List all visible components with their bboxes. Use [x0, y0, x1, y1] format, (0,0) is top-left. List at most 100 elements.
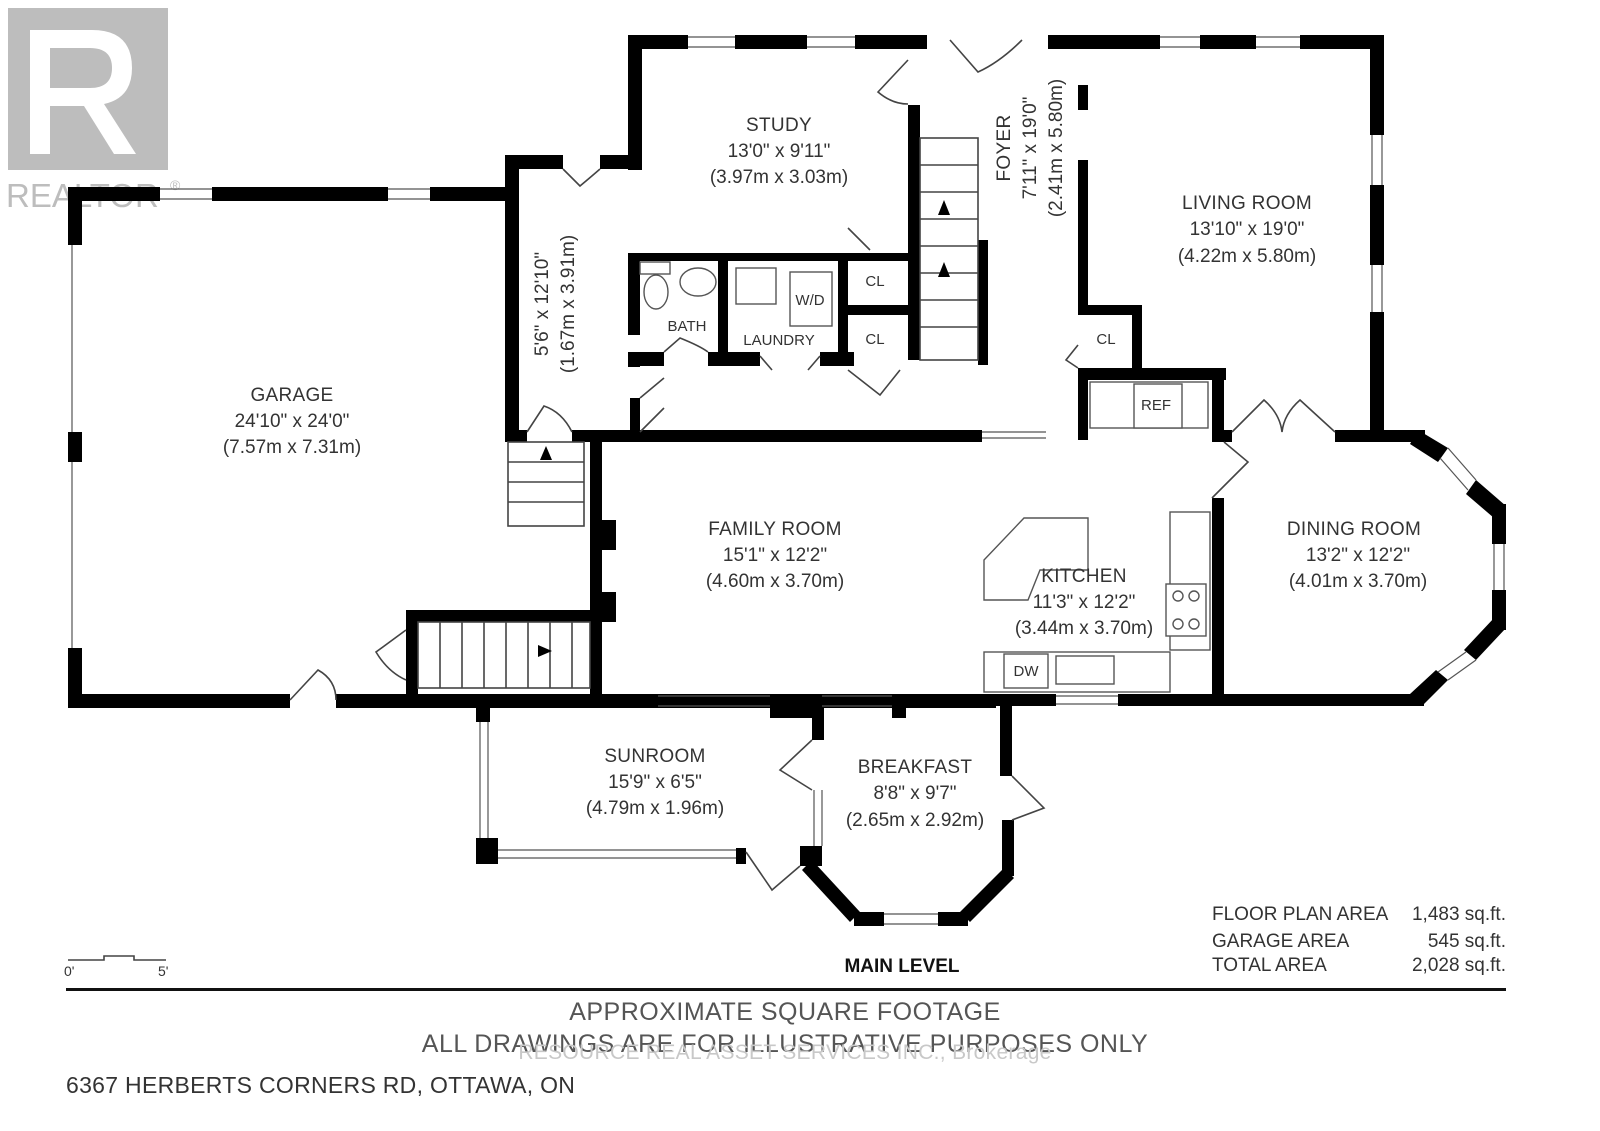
- stair-treads: [508, 461, 584, 503]
- wall: [1335, 430, 1425, 442]
- door-swing: [949, 39, 1023, 73]
- sink-icon: [679, 267, 717, 297]
- door-swing: [1064, 344, 1079, 369]
- wall: [628, 255, 640, 335]
- wall: [68, 187, 82, 245]
- wall: [802, 860, 860, 922]
- stair-arrow-icon: [540, 446, 552, 460]
- wall: [838, 305, 910, 315]
- wall: [68, 432, 82, 462]
- foyer-imperial: 7'11" x 19'0": [1020, 97, 1041, 200]
- wall: [978, 240, 988, 365]
- wall: [1078, 368, 1088, 440]
- sunroom-imperial: 15'9" x 6'5": [608, 772, 702, 793]
- window: [813, 790, 823, 846]
- area-value: 2,028 sq.ft.: [1411, 955, 1506, 976]
- closet-label: CL: [1096, 331, 1115, 348]
- main-stair: [919, 137, 979, 361]
- wall: [1000, 700, 1012, 776]
- wall: [1370, 185, 1384, 265]
- disclaimer-line-2: ALL DRAWINGS ARE FOR ILLUSTRATIVE PURPOS…: [421, 1030, 1149, 1058]
- disclaimer-line-1: APPROXIMATE SQUARE FOOTAGE: [569, 998, 1001, 1026]
- door-swing: [526, 405, 573, 433]
- wall: [1078, 85, 1088, 110]
- brokerage-watermark: RESOURCE REAL ASSET SERVICES INC., Broke…: [518, 1041, 1052, 1064]
- wall: [1212, 430, 1232, 442]
- dishwasher-label: DW: [1014, 663, 1040, 680]
- wall: [628, 352, 664, 366]
- family-room-imperial: 15'1" x 12'2": [723, 545, 827, 566]
- stove-icon: [1165, 583, 1207, 637]
- walls: [68, 35, 1506, 926]
- garage-name: GARAGE: [250, 385, 333, 406]
- wall: [1132, 305, 1142, 375]
- hall-metric: (1.67m x 3.91m): [558, 235, 579, 373]
- wall: [68, 187, 160, 201]
- wall: [736, 848, 746, 864]
- fixtures: [639, 261, 1211, 693]
- realtor-reg-mark: ®: [170, 177, 181, 193]
- kitchen-imperial: 11'3" x 12'2": [1033, 592, 1136, 613]
- wall: [1212, 498, 1224, 696]
- area-row: GARAGE AREA 545 sq.ft.: [1212, 931, 1506, 953]
- wall: [1200, 35, 1256, 49]
- door-swing: [745, 851, 801, 892]
- area-row: TOTAL AREA 2,028 sq.ft.: [1212, 955, 1506, 977]
- scale-start-label: 0': [64, 963, 74, 979]
- kitchen-sink-icon: [1055, 655, 1115, 685]
- dining-room-imperial: 13'2" x 12'2": [1306, 545, 1410, 566]
- garage-stair: [417, 621, 591, 689]
- stairs: [417, 137, 979, 689]
- realtor-r-glyph: [30, 30, 136, 154]
- bath-label: BATH: [668, 318, 707, 335]
- family-room-name: FAMILY ROOM: [708, 519, 842, 540]
- burner: [1188, 590, 1200, 602]
- wall: [980, 694, 1056, 706]
- wall: [505, 430, 527, 442]
- wall: [68, 694, 290, 708]
- window: [160, 188, 430, 200]
- wall: [854, 912, 884, 926]
- wall: [628, 253, 913, 261]
- property-address: 6367 HERBERTS CORNERS RD, OTTAWA, ON: [66, 1072, 576, 1098]
- wall: [1002, 820, 1014, 876]
- wall: [1464, 618, 1506, 660]
- dishwasher-box: [1003, 653, 1049, 689]
- closet-label: CL: [865, 331, 884, 348]
- garage-imperial: 24'10" x 24'0": [235, 411, 350, 432]
- breakfast-imperial: 8'8" x 9'7": [873, 783, 956, 804]
- toilet-icon: [643, 274, 669, 310]
- wall: [718, 255, 728, 365]
- french-doors: [1231, 398, 1336, 433]
- hall-imperial: 5'6" x 12'10": [532, 252, 553, 356]
- washer-dryer-label: W/D: [795, 292, 824, 309]
- wall: [1492, 504, 1506, 544]
- wall: [476, 694, 490, 722]
- wall: [960, 868, 1014, 922]
- door-swing: [289, 668, 337, 701]
- wall: [628, 35, 642, 170]
- garage-metric: (7.57m x 7.31m): [223, 437, 361, 458]
- wall: [908, 105, 920, 360]
- doors: [289, 39, 1336, 892]
- burner: [1188, 618, 1200, 630]
- wall: [1078, 305, 1142, 315]
- wall: [476, 838, 498, 864]
- stair-arrow-icon: [938, 200, 950, 277]
- wall: [855, 35, 927, 49]
- kitchen-island: [983, 517, 1089, 601]
- door-swing: [847, 227, 901, 397]
- living-room-name: LIVING ROOM: [1182, 193, 1312, 214]
- dining-room-metric: (4.01m x 3.70m): [1289, 571, 1427, 592]
- wall: [430, 187, 516, 201]
- window: [884, 913, 938, 925]
- family-room-metric: (4.60m x 3.70m): [706, 571, 844, 592]
- wall: [892, 694, 906, 718]
- realtor-logo: REALTOR ®: [6, 8, 181, 214]
- wall: [1078, 160, 1088, 315]
- living-room-imperial: 13'10" x 19'0": [1190, 219, 1305, 240]
- wall: [1300, 35, 1384, 49]
- area-row: FLOOR PLAN AREA 1,483 sq.ft.: [1212, 904, 1506, 926]
- wall: [800, 846, 822, 866]
